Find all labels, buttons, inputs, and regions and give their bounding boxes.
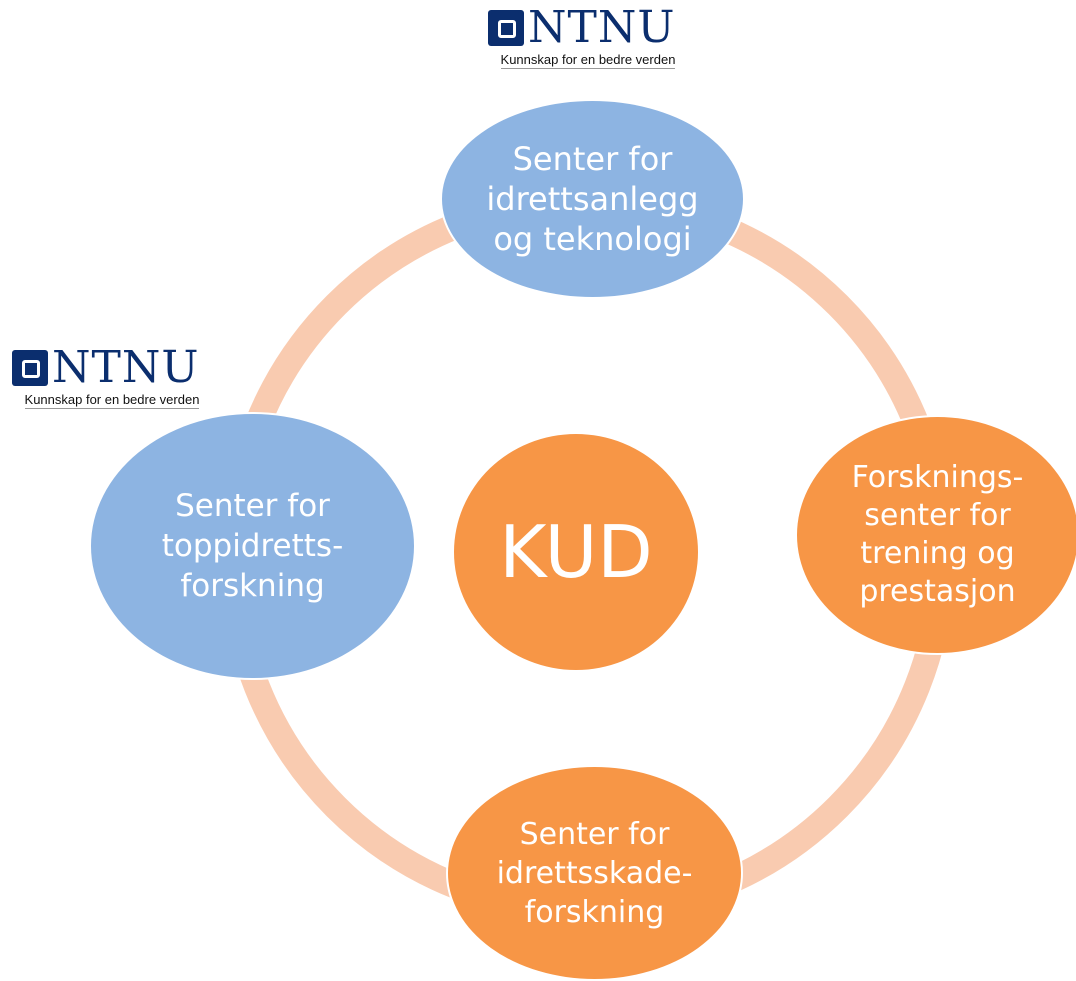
ntnu-logo-top: NTNU Kunnskap for en bedre verden xyxy=(488,2,676,69)
node-label-line: trening og xyxy=(860,536,1015,571)
logo-tagline: Kunnskap for en bedre verden xyxy=(500,52,676,69)
node-label-line: prestasjon xyxy=(859,574,1016,609)
node-label-line: forskning xyxy=(180,568,325,604)
ntnu-logo-left: NTNU Kunnskap for en bedre verden xyxy=(12,342,200,409)
node-label-line: senter for xyxy=(864,498,1011,533)
center-label: KUD xyxy=(499,510,653,594)
ntnu-logo-mark-icon xyxy=(12,350,48,386)
node-idrettsanlegg: Senter for idrettsanlegg og teknologi xyxy=(440,99,745,299)
ntnu-logo-mark-icon xyxy=(488,10,524,46)
node-label-line: Senter for xyxy=(519,816,670,852)
node-label-line: idrettsanlegg xyxy=(486,180,699,218)
node-trening-prestasjon: Forsknings- senter for trening og presta… xyxy=(795,415,1076,655)
node-toppidrett: Senter for toppidretts- forskning xyxy=(89,412,416,680)
node-label-line: toppidretts- xyxy=(161,528,344,564)
node-label-line: og teknologi xyxy=(493,220,692,258)
node-idrettsskade: Senter for idrettsskade- forskning xyxy=(446,765,743,981)
node-label-line: idrettsskade- xyxy=(496,855,693,891)
node-label-line: Senter for xyxy=(175,488,330,524)
node-label-line: Senter for xyxy=(512,140,673,178)
node-label-line: Forsknings- xyxy=(851,460,1024,495)
logo-wordmark: NTNU xyxy=(52,342,200,393)
logo-wordmark: NTNU xyxy=(528,2,676,53)
logo-tagline: Kunnskap for en bedre verden xyxy=(24,392,200,409)
node-center-kud: KUD xyxy=(452,432,700,672)
node-label-line: forskning xyxy=(524,894,665,930)
